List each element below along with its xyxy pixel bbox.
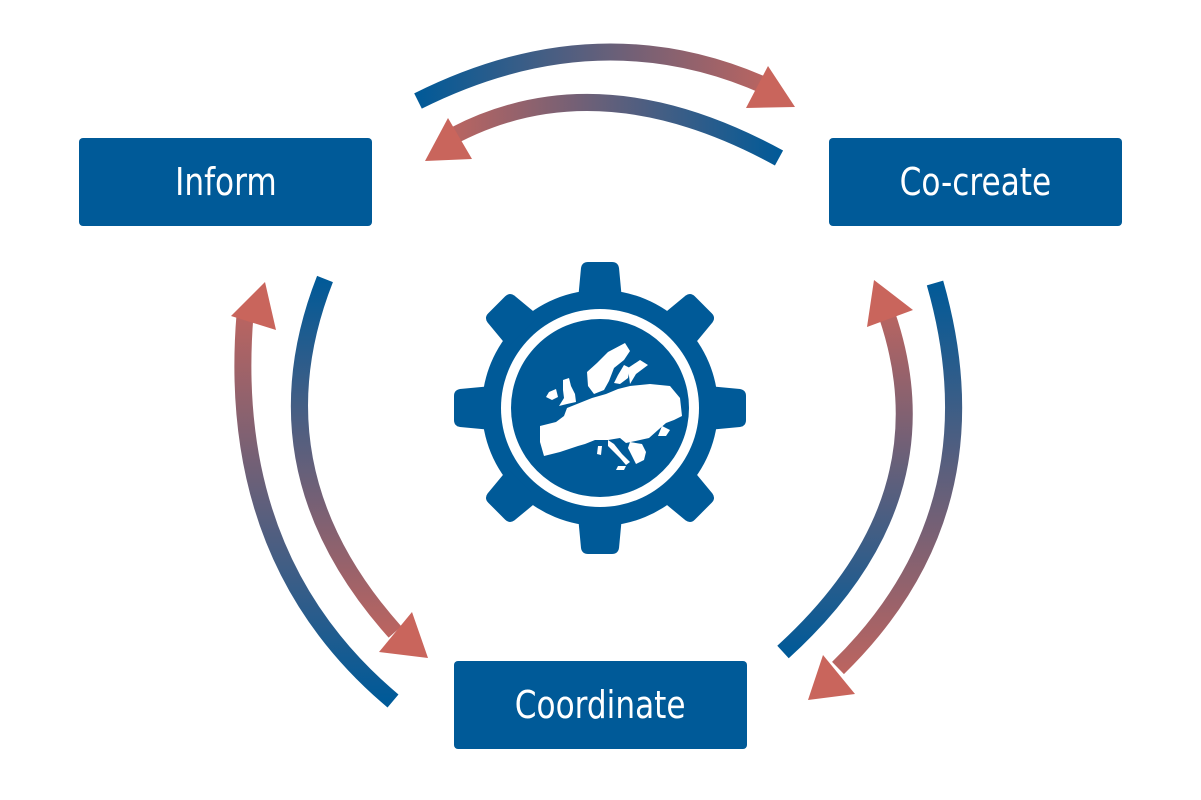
arrow-head — [746, 66, 795, 108]
arrow-shaft — [414, 43, 774, 109]
arrow-inform-to-coordinate — [290, 275, 428, 658]
arrow-head — [867, 280, 913, 327]
arrow-shaft — [777, 312, 913, 659]
node-inform-label: Inform — [174, 160, 277, 204]
arrow-shaft — [832, 280, 963, 675]
arrow-head — [231, 282, 276, 330]
gear-with-europe-map-icon — [454, 262, 746, 554]
europe-map-icon — [540, 343, 682, 470]
arrow-cocreate-to-coordinate — [808, 280, 963, 700]
arrow-head — [808, 655, 855, 700]
arrow-cocreate-to-inform — [425, 94, 784, 166]
node-coordinate-label: Coordinate — [515, 683, 686, 727]
arrow-coordinate-to-inform — [231, 282, 399, 708]
arrow-inform-to-cocreate — [414, 43, 795, 109]
arrow-shaft — [290, 275, 402, 638]
arrow-shaft — [234, 314, 399, 708]
arrow-head — [379, 612, 428, 658]
arrow-coordinate-to-cocreate — [777, 280, 913, 659]
node-coordinate: Coordinate — [454, 661, 747, 749]
arrow-head — [425, 118, 472, 161]
node-cocreate-label: Co-create — [899, 160, 1052, 204]
arrow-shaft — [451, 94, 784, 166]
node-inform: Inform — [79, 138, 372, 226]
node-cocreate: Co-create — [829, 138, 1122, 226]
